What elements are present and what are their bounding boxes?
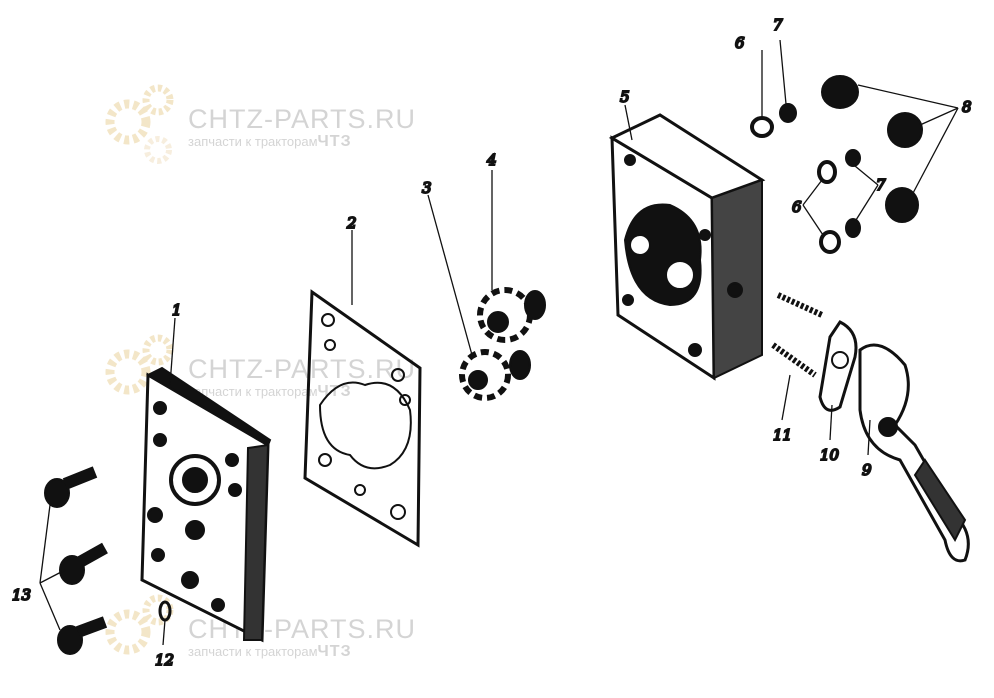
studs-part (771, 292, 824, 378)
driven-gear-part (459, 349, 531, 401)
fittings-part (821, 75, 923, 223)
watermark-brand: ЧТЗ (317, 133, 352, 150)
label-9: 9 (862, 461, 872, 479)
label-8: 8 (962, 98, 972, 116)
watermark-1: CHTZ-PARTS.RU запчасти к тракторамЧТЗ (100, 80, 415, 164)
gasket-part (303, 289, 422, 548)
label-7-mid: 7 (876, 176, 886, 194)
pin-part (158, 600, 172, 622)
bolts-part (44, 466, 108, 655)
leader-lines (39, 39, 959, 646)
label-6-top: 6 (735, 34, 745, 52)
label-5: 5 (620, 88, 630, 106)
label-11: 11 (773, 426, 792, 444)
gear-logo-icon (105, 334, 174, 395)
label-7-top: 7 (773, 16, 783, 34)
label-12: 12 (155, 651, 174, 669)
pipe-gasket-part (818, 320, 858, 412)
drive-gear-part (477, 287, 546, 343)
pump-cover-part (140, 366, 272, 643)
label-4: 4 (486, 151, 497, 169)
watermark-site: CHTZ-PARTS.RU (188, 354, 416, 384)
watermark-brand: ЧТЗ (317, 643, 352, 660)
watermark-3: CHTZ-PARTS.RU запчасти к тракторамЧТЗ (100, 590, 415, 660)
outlet-pipe-part (858, 343, 970, 563)
label-1: 1 (172, 301, 182, 319)
label-3: 3 (422, 179, 432, 197)
watermark-tagline: запчасти к тракторам (188, 134, 318, 149)
watermark-2: CHTZ-PARTS.RU запчасти к тракторамЧТЗ (100, 330, 415, 400)
gear-logo-icon (105, 84, 174, 164)
label-2: 2 (346, 214, 357, 232)
pump-body-part (608, 113, 766, 381)
label-10: 10 (820, 446, 840, 464)
watermark-tagline: запчасти к тракторам (188, 644, 318, 659)
watermark-site: CHTZ-PARTS.RU (188, 104, 416, 134)
watermark-tagline: запчасти к тракторам (188, 384, 318, 399)
washers-and-nuts (750, 103, 861, 254)
label-6-mid: 6 (792, 198, 802, 216)
label-13: 13 (12, 586, 31, 604)
